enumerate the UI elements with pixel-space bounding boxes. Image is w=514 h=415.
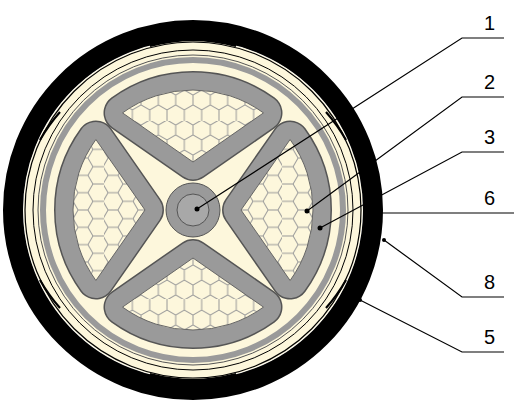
callout-number: 8 (484, 271, 495, 293)
sector-cores (73, 90, 313, 330)
leader-dot (382, 238, 386, 242)
layer-line (33, 50, 353, 370)
layer-line (25, 42, 361, 378)
leader-dot (195, 207, 200, 212)
leader-dot (378, 211, 382, 215)
callout-number: 2 (484, 71, 495, 93)
outer-sheath (13, 30, 373, 390)
callout-number: 1 (484, 12, 495, 34)
leader-dot (358, 298, 362, 302)
armour-tape (40, 40, 346, 379)
leader-lines (197, 38, 514, 352)
inner-sheath (43, 60, 343, 360)
callout-number: 5 (484, 326, 495, 348)
bedding-layer (24, 41, 363, 380)
callout-number: 3 (484, 126, 495, 148)
callout-number: 6 (484, 187, 495, 209)
leader-dot (305, 209, 310, 214)
filler (38, 55, 348, 365)
leader-dot (318, 226, 323, 231)
